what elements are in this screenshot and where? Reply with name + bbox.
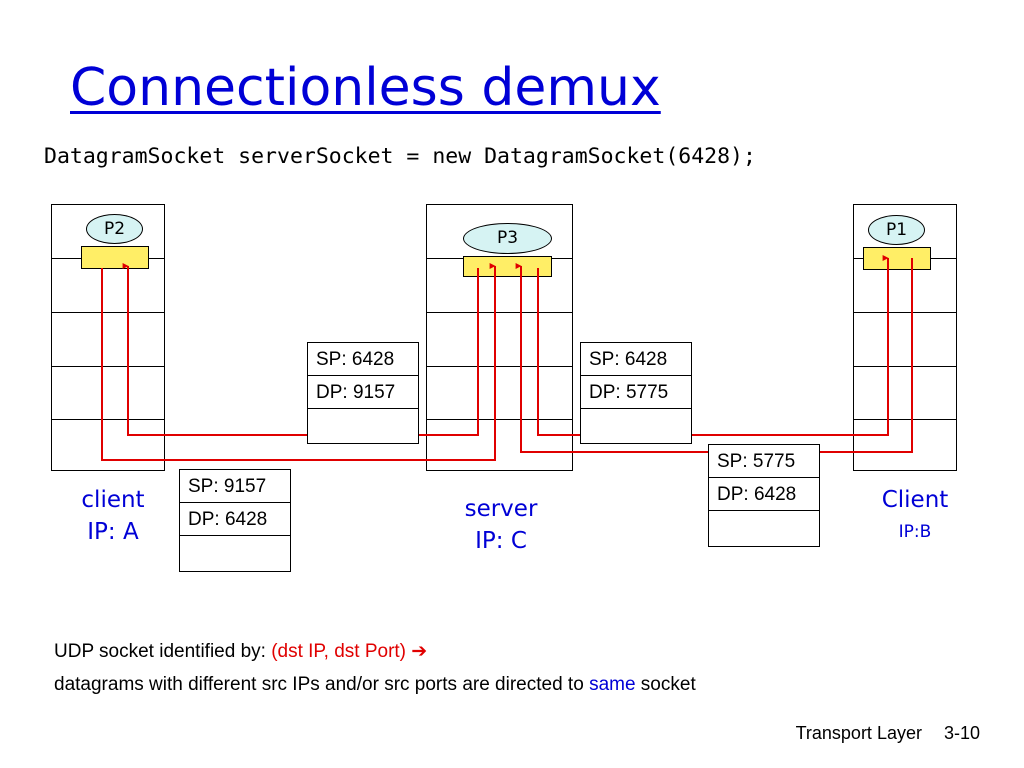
source-port: SP: 6428 [581, 343, 691, 376]
slide-title: Connectionless demux [70, 58, 661, 118]
client-a-ip: IP: A [87, 519, 139, 545]
process-p3: P3 [463, 223, 552, 254]
server-name: server [464, 496, 538, 522]
note-1-text: UDP socket identified by: [54, 641, 272, 662]
segment-client-b-to-server: SP: 5775 DP: 6428 [708, 444, 820, 547]
path-server-to-client-b [537, 255, 889, 436]
path-server-to-client-a [122, 263, 479, 436]
process-p1: P1 [868, 215, 925, 245]
segment-server-to-client-a: SP: 6428 DP: 9157 [307, 342, 419, 444]
destination-port: DP: 6428 [709, 478, 819, 511]
client-b-label: Client IP:B [860, 484, 970, 548]
server-label: server IP: C [446, 493, 556, 557]
server-ip: IP: C [475, 528, 527, 554]
note-line-1: UDP socket identified by: (dst IP, dst P… [54, 640, 427, 663]
source-port: SP: 6428 [308, 343, 418, 376]
note-1-highlight: (dst IP, dst Port) [271, 641, 407, 662]
source-port: SP: 5775 [709, 445, 819, 478]
segment-server-to-client-b: SP: 6428 DP: 5775 [580, 342, 692, 444]
client-a-name: client [81, 487, 145, 513]
path-client-a-to-server [101, 263, 496, 461]
client-a-label: client IP: A [58, 484, 168, 548]
note-2-highlight: same [589, 674, 636, 695]
page-number: 3-10 [943, 723, 980, 743]
client-b-socket [863, 247, 931, 270]
destination-port: DP: 9157 [308, 376, 418, 409]
code-line: DatagramSocket serverSocket = new Datagr… [44, 144, 756, 169]
destination-port: DP: 5775 [581, 376, 691, 409]
note-2-suffix: socket [635, 674, 696, 695]
process-p2: P2 [86, 214, 143, 244]
client-b-name: Client [881, 487, 949, 513]
note-line-2: datagrams with different src IPs and/or … [54, 674, 696, 696]
right-arrow-icon: ➔ [411, 641, 428, 662]
server-socket [463, 256, 552, 277]
client-a-socket [81, 246, 149, 269]
client-b-ip: IP:B [898, 522, 932, 542]
slide-footer: Transport Layer 3-10 [796, 723, 980, 744]
segment-client-a-to-server: SP: 9157 DP: 6428 [179, 469, 291, 572]
source-port: SP: 9157 [180, 470, 290, 503]
destination-port: DP: 6428 [180, 503, 290, 536]
footer-section: Transport Layer [795, 723, 922, 743]
note-2-text: datagrams with different src IPs and/or … [54, 674, 590, 695]
